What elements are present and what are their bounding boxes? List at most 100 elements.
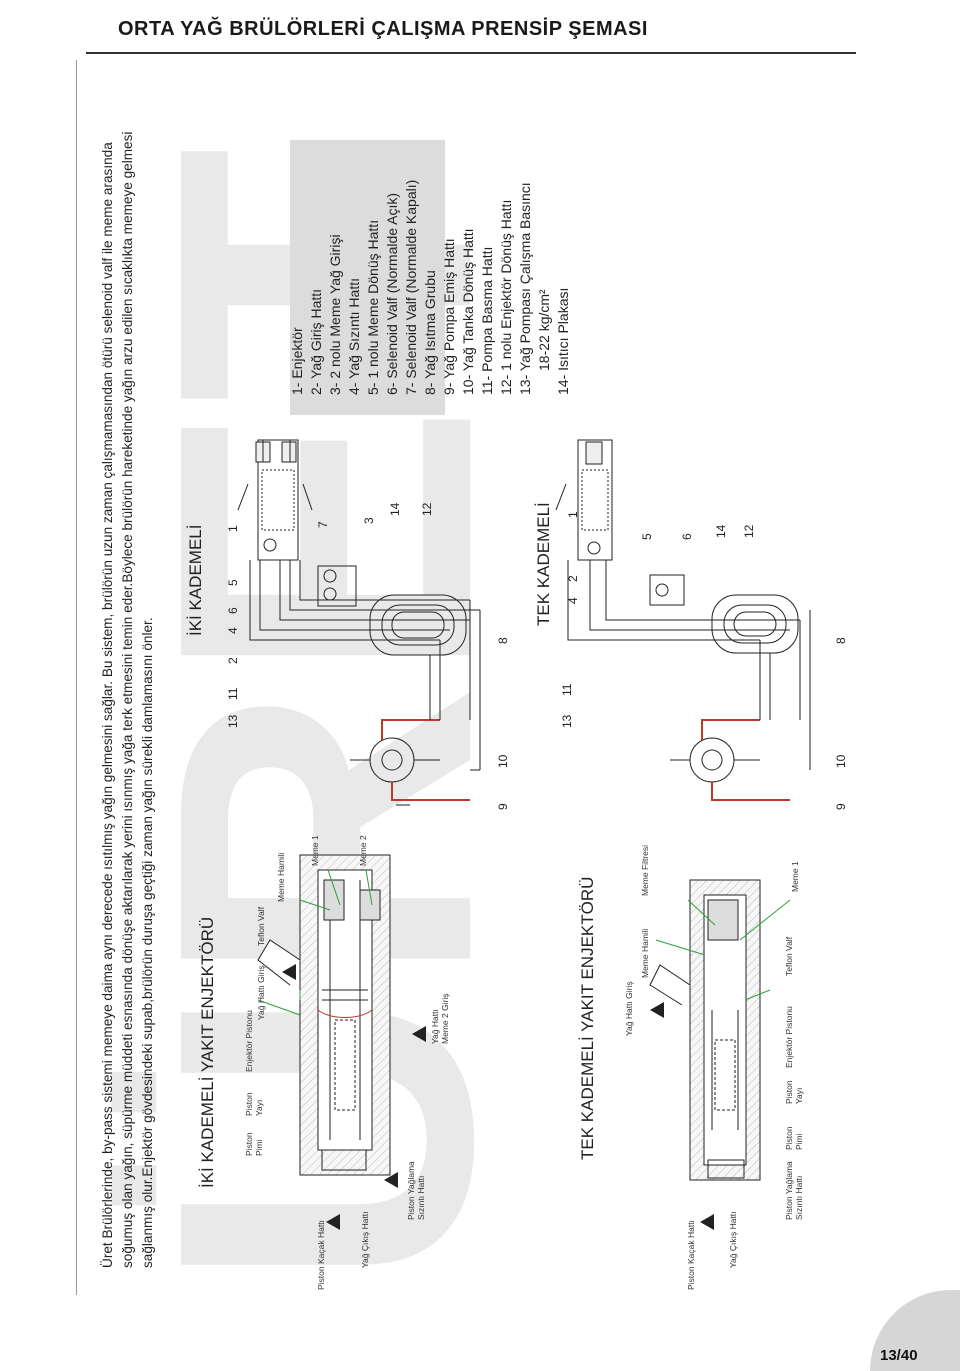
label-piston-pimi: Piston Pimi: [244, 1132, 264, 1156]
label-meme-1: Meme 1: [310, 835, 320, 866]
callout-number: 12: [742, 524, 756, 538]
label-line: Piston: [244, 1092, 254, 1116]
label-piston-kacak: Piston Kaçak Hattı: [686, 1220, 696, 1290]
label-meme-1: Meme 1: [790, 861, 800, 892]
label-line: Yağ Hattı: [430, 1009, 440, 1044]
page-title: ORTA YAĞ BRÜLÖRLERİ ÇALIŞMA PRENSİP ŞEMA…: [118, 18, 648, 40]
legend: 1- Enjektör 2- Yağ Giriş Hattı 3- 2 nolu…: [288, 180, 573, 395]
label-line: Piston: [784, 1126, 794, 1150]
legend-item: 10- Yağ Tanka Dönüş Hattı: [460, 228, 476, 395]
label-piston-yaglama: Piston Yağlama Sızıntı Hattı: [406, 1161, 426, 1220]
one-stage-injector-title: TEK KADEMELİ YAKIT ENJEKTÖRÜ: [578, 876, 597, 1160]
label-leader-lines: [257, 869, 791, 1016]
label-line: Pimi: [254, 1139, 264, 1156]
one-stage-circuit-title: TEK KADEMELİ: [534, 502, 553, 626]
two-stage-circuit-title: İKİ KADEMELİ: [186, 524, 205, 636]
label-line: Piston Yağlama: [784, 1161, 794, 1220]
callout-number: 2: [566, 575, 580, 582]
label-yag-cikis: Yağ Çıkış Hattı: [360, 1211, 370, 1268]
callout-number: 12: [420, 502, 434, 516]
callout-number: 1: [226, 525, 240, 532]
warning-triangle-icon: [650, 1002, 664, 1018]
legend-item: 8- Yağ Isıtma Grubu: [422, 270, 438, 395]
callout-number: 4: [566, 597, 580, 604]
label-line: Sızıntı Hattı: [416, 1175, 426, 1220]
callout-number: 7: [316, 521, 330, 528]
callout-number: 14: [388, 502, 402, 516]
label-line: Pimi: [794, 1133, 804, 1150]
callout-number: 4: [226, 627, 240, 634]
title-rule: [86, 52, 856, 54]
legend-item: 12- 1 nolu Enjektör Dönüş Hattı: [498, 199, 514, 395]
callout-number: 13: [560, 714, 574, 728]
intro-line: sağlanmış olur.Enjektör gövdesindeki sup…: [140, 617, 155, 1268]
warning-triangles: [282, 964, 714, 1230]
legend-item: 1- Enjektör: [289, 327, 305, 395]
callout-number: 6: [680, 533, 694, 540]
label-piston-pimi: Piston Pimi: [784, 1126, 804, 1150]
one-stage-injector-section: [649, 879, 761, 1181]
legend-item: 7- Selenoid Valf (Normalde Kapalı): [403, 179, 419, 395]
legend-background: [290, 140, 445, 415]
callout-number: 8: [496, 637, 510, 644]
legend-item: 2- Yağ Giriş Hattı: [308, 288, 324, 395]
warning-triangle-icon: [412, 1026, 426, 1042]
label-enjektor-pistonu: Enjektör Pistonu: [244, 1010, 254, 1072]
legend-item: 3- 2 nolu Meme Yağ Girişi: [327, 234, 343, 395]
label-yag-cikis: Yağ Çıkış Hattı: [728, 1211, 738, 1268]
label-yag-hatti-giris: Yağ Hattı Giriş: [624, 981, 634, 1036]
callout-number: 9: [496, 803, 510, 810]
intro-line: soğumuş olan yağın, süpürme müddeti esna…: [120, 131, 135, 1268]
callout-number: 2: [226, 657, 240, 664]
callout-number: 5: [226, 579, 240, 586]
legend-item: 18-22 kg/cm²: [536, 289, 552, 371]
label-piston-yayi: Piston Yayı: [244, 1092, 264, 1116]
callout-number: 10: [834, 754, 848, 768]
label-line: Piston: [784, 1080, 794, 1104]
label-piston-yaglama: Piston Yağlama Sızıntı Hattı: [784, 1161, 804, 1220]
label-yag-hatti-meme2: Yağ Hattı Meme 2 Giriş: [430, 993, 450, 1044]
label-enjektor-pistonu: Enjektör Pistonu: [784, 1006, 794, 1068]
label-line: Meme 2 Giriş: [440, 993, 450, 1044]
warning-triangle-icon: [384, 1172, 398, 1188]
callout-number: 10: [496, 754, 510, 768]
label-line: Piston: [244, 1132, 254, 1156]
legend-item: 4- Yağ Sızıntı Hattı: [346, 278, 362, 395]
warning-triangle-icon: [326, 1214, 340, 1230]
callout-number: 9: [834, 803, 848, 810]
label-meme-2: Meme 2: [358, 835, 368, 866]
two-stage-circuit-drawing: [237, 439, 481, 806]
label-piston-yayi: Piston Yayı: [784, 1080, 804, 1104]
legend-item: 14- Isıtıcı Plakası: [555, 287, 571, 395]
legend-item: 9- Yağ Pompa Emiş Hattı: [441, 238, 457, 395]
label-yag-hatti-giris: Yağ Hattı Giriş: [256, 965, 266, 1020]
legend-item: 13- Yağ Pompası Çalışma Basıncı: [517, 182, 533, 395]
callout-number: 13: [226, 714, 240, 728]
callout-number: 5: [640, 533, 654, 540]
label-teflon-valf: Teflon Valf: [784, 936, 794, 976]
callout-number: 3: [362, 517, 376, 524]
warning-triangle-icon: [700, 1214, 714, 1230]
warning-triangle-icon: [282, 964, 296, 980]
callout-number: 14: [714, 524, 728, 538]
page-number: 13/40: [880, 1347, 918, 1364]
left-margin-rule: [76, 60, 77, 1295]
intro-paragraph: Üret Brülörlerinde, by-pass sistemi meme…: [98, 132, 158, 1268]
callout-number: 11: [226, 687, 240, 700]
label-meme-hamili: Meme Hamili: [640, 928, 650, 978]
label-meme-filtresi: Meme Filtresi: [640, 844, 650, 896]
intro-line: Üret Brülörlerinde, by-pass sistemi meme…: [100, 142, 115, 1268]
label-meme-hamili: Meme Hamili: [276, 852, 286, 902]
legend-item: 6- Selenoid Valf (Normalde Açık): [384, 192, 400, 395]
legend-item: 5- 1 nolu Meme Dönüş Hattı: [365, 219, 381, 395]
callout-number: 6: [226, 607, 240, 614]
label-line: Yayı: [794, 1087, 804, 1104]
label-teflon-valf: Teflon Valf: [256, 906, 266, 946]
label-piston-kacak: Piston Kaçak Hattı: [316, 1220, 326, 1290]
label-line: Sızıntı Hattı: [794, 1175, 804, 1220]
callout-number: 1: [566, 511, 580, 518]
callout-number: 8: [834, 637, 848, 644]
callout-number: 11: [560, 683, 574, 696]
one-stage-circuit-drawing: [555, 439, 811, 801]
